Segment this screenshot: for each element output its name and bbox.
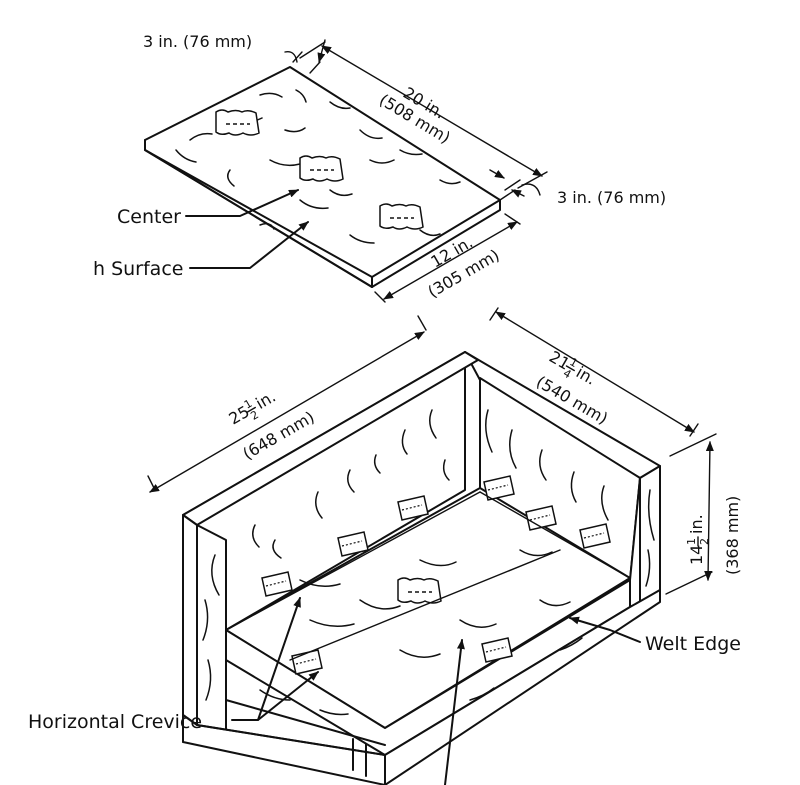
welt-edge-label: Welt Edge — [645, 633, 741, 655]
edge-right-label: 3 in. (76 mm) — [557, 188, 666, 207]
box-height-whole: 14 — [687, 545, 706, 565]
center-label: Center — [117, 206, 181, 228]
sample-panel: 3 in. (76 mm) 20 in. (508 mm) 3 in. (76 … — [93, 32, 666, 303]
box-height-num: 1 — [685, 538, 698, 545]
panel-sample-patch-3 — [379, 203, 424, 230]
box-width-unit: in. — [573, 363, 600, 389]
callout-horizontal-crevice: Horizontal Crevice — [28, 597, 319, 733]
box-height-den: 2 — [698, 538, 711, 545]
callout-surface: h Surface — [93, 221, 309, 280]
dimension-box-height: 14 1 2 in. (368 mm) — [665, 433, 742, 595]
box-length-den: 2 — [248, 408, 261, 423]
callout-center: Center — [117, 189, 299, 228]
dimension-edge-right: 3 in. (76 mm) — [489, 169, 666, 207]
horizontal-crevice-label: Horizontal Crevice — [28, 711, 202, 733]
callout-welt-edge: Welt Edge — [569, 616, 741, 655]
box-length-unit: in. — [252, 387, 279, 413]
callout-floor-center — [444, 639, 465, 785]
surface-label: h Surface — [93, 258, 183, 280]
box-height-mm: (368 mm) — [723, 496, 742, 575]
edge-top-label: 3 in. (76 mm) — [143, 32, 252, 51]
test-box: 25 1 2 in. (648 mm) 21 1 4 in. (540 mm) — [28, 307, 742, 785]
dimension-edge-top: 3 in. (76 mm) — [143, 32, 326, 74]
box-height-unit: in. — [687, 514, 706, 534]
panel-sample-patch-2 — [299, 155, 344, 182]
panel-sample-patch-1 — [215, 109, 260, 136]
box-floor-patch — [397, 577, 442, 604]
